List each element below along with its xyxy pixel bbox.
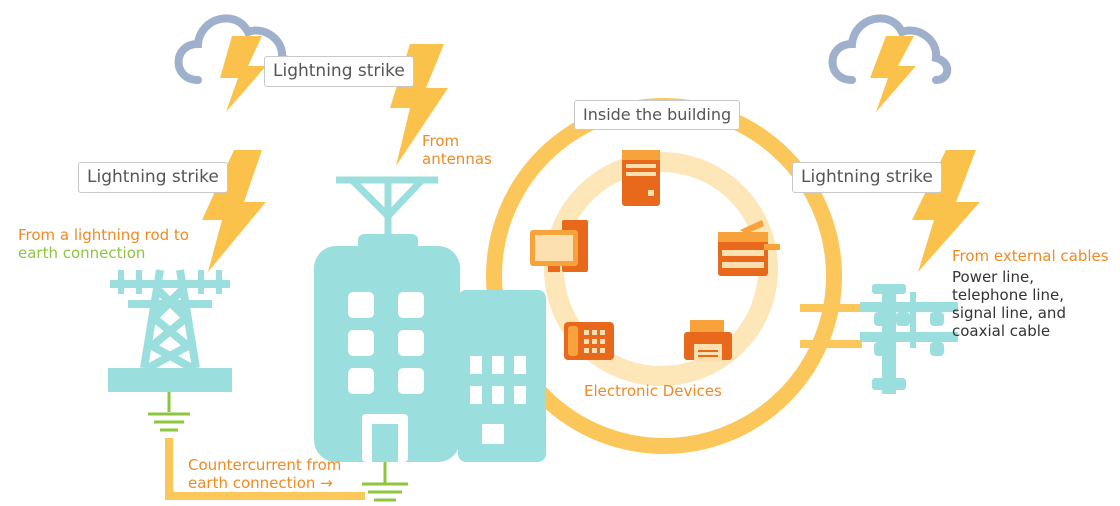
copier-icon bbox=[718, 220, 780, 276]
desktop-computer-icon bbox=[530, 220, 588, 272]
countercurrent-line-1: Countercurrent from bbox=[188, 456, 342, 474]
cables-line-2: telephone line, bbox=[952, 286, 1065, 304]
ground-wire bbox=[165, 492, 365, 500]
cloud-icon bbox=[828, 14, 952, 84]
server-icon bbox=[622, 150, 660, 206]
rod-label-line-2: earth connection bbox=[18, 244, 146, 262]
from-antennas-line-2: antennas bbox=[422, 150, 492, 168]
lightning-bolt-icon bbox=[202, 150, 266, 272]
lightning-bolt-icon bbox=[870, 36, 916, 112]
cables-line-1: Power line, bbox=[952, 268, 1034, 286]
external-cables-label: From external cables bbox=[952, 247, 1109, 265]
transmission-tower-icon bbox=[108, 269, 232, 392]
cable-line bbox=[800, 340, 862, 348]
ground-symbol-icon bbox=[148, 392, 190, 432]
cables-line-4: coaxial cable bbox=[952, 322, 1051, 340]
electronic-devices-label: Electronic Devices bbox=[584, 382, 722, 400]
countercurrent-line-2: earth connection → bbox=[188, 474, 333, 492]
office-building-icon bbox=[314, 234, 460, 462]
utility-pole-icon bbox=[860, 284, 958, 394]
inside-building-label: Inside the building bbox=[574, 100, 741, 130]
from-antennas-line-1: From bbox=[422, 132, 460, 150]
rod-label-line-1: From a lightning rod to bbox=[18, 226, 189, 244]
printer-icon bbox=[684, 320, 732, 362]
cables-line-3: signal line, and bbox=[952, 304, 1066, 322]
lightning-bolt-icon bbox=[220, 36, 266, 112]
lightning-strike-label-top: Lightning strike bbox=[264, 56, 414, 87]
antenna-icon bbox=[336, 176, 438, 236]
lightning-strike-label-right: Lightning strike bbox=[792, 162, 942, 193]
ground-wire bbox=[165, 438, 173, 500]
lightning-strike-label-left: Lightning strike bbox=[78, 162, 228, 193]
telephone-icon bbox=[564, 322, 614, 360]
lightning-bolt-icon bbox=[912, 150, 980, 272]
cable-line bbox=[800, 304, 862, 312]
office-building-icon bbox=[458, 290, 546, 462]
ground-symbol-icon bbox=[362, 462, 408, 502]
